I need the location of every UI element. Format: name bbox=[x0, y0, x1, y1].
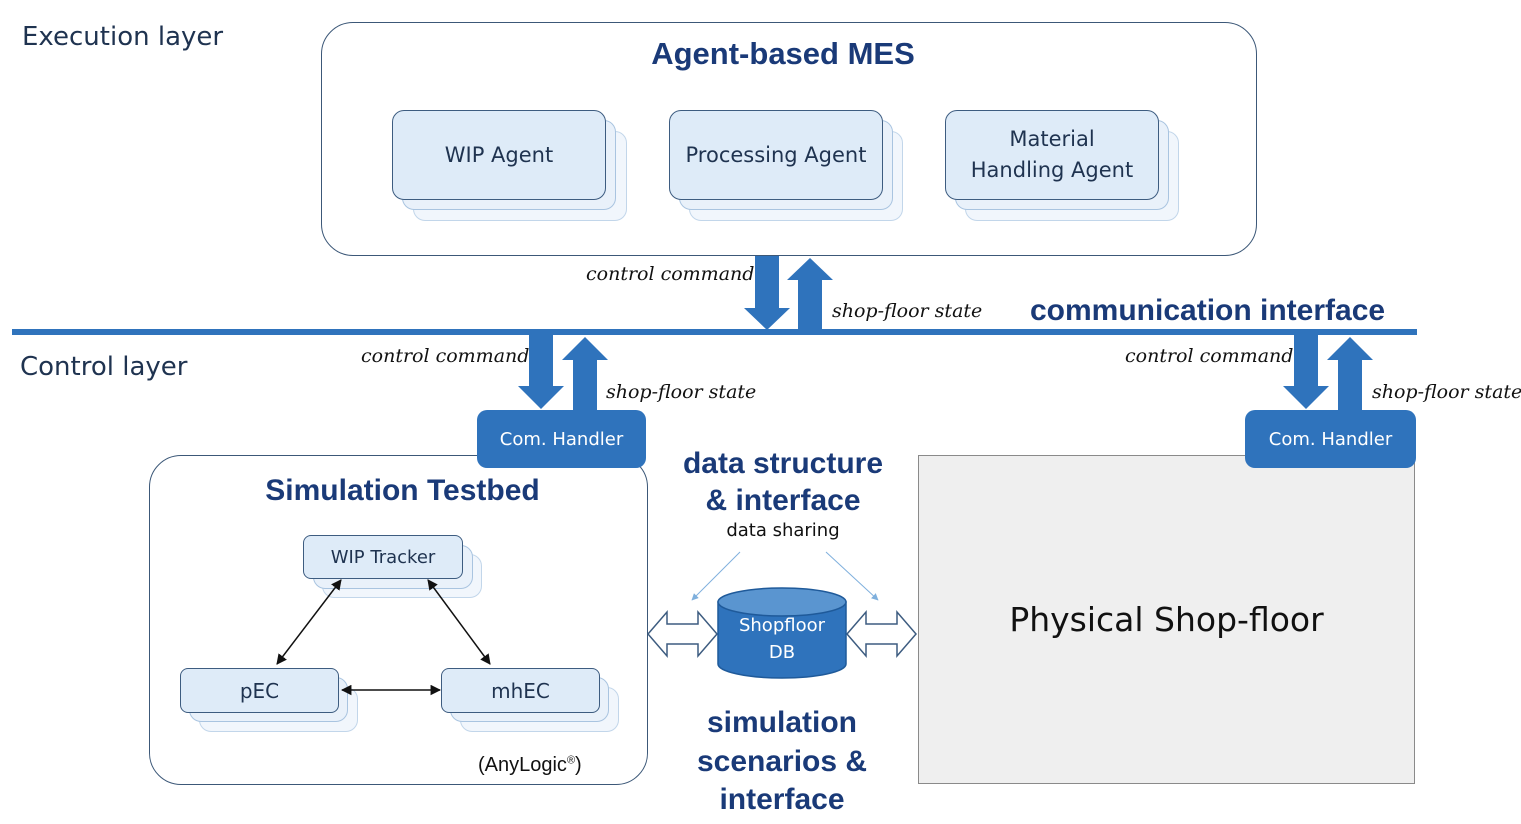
wip-agent-card[interactable]: WIP Agent bbox=[392, 110, 606, 200]
shopfloor-db-label: Shopfloor DB bbox=[718, 612, 846, 666]
testbed-db-double-arrow bbox=[647, 609, 718, 659]
top-up-arrow bbox=[787, 258, 833, 332]
mhec-label: mhEC bbox=[491, 678, 550, 703]
mhec-card[interactable]: mhEC bbox=[441, 668, 600, 713]
right-control-command-label: control command bbox=[1125, 345, 1294, 367]
data-sharing-label: data sharing bbox=[726, 520, 840, 541]
registered-mark: ® bbox=[566, 754, 576, 767]
left-com-handler-label: Com. Handler bbox=[499, 428, 624, 450]
anylogic-text: (AnyLogic bbox=[478, 754, 567, 776]
data-structure-title-line2: & interface bbox=[705, 484, 861, 517]
material-handling-agent-label-line1: Material bbox=[1009, 127, 1095, 151]
data-sharing-arrow-right bbox=[825, 551, 879, 601]
left-com-handler[interactable]: Com. Handler bbox=[477, 410, 646, 468]
anylogic-label: (AnyLogic®) bbox=[478, 754, 582, 777]
db-shopfloor-double-arrow bbox=[846, 609, 917, 659]
top-control-command-label: control command bbox=[586, 263, 755, 285]
left-shop-floor-state-label: shop-floor state bbox=[606, 381, 757, 403]
simulation-testbed-title: Simulation Testbed bbox=[265, 474, 540, 507]
processing-agent-card[interactable]: Processing Agent bbox=[669, 110, 883, 200]
mes-title: Agent-based MES bbox=[651, 36, 915, 71]
left-up-arrow bbox=[562, 337, 608, 410]
simulation-scenarios-line1: simulation bbox=[706, 706, 857, 739]
right-shop-floor-state-label: shop-floor state bbox=[1372, 381, 1521, 403]
shopfloor-db-label-line1: Shopfloor bbox=[738, 615, 826, 636]
material-handling-agent-label-line2: Handling Agent bbox=[970, 158, 1134, 182]
physical-shop-floor-box[interactable]: Physical Shop-floor bbox=[918, 455, 1415, 784]
right-up-arrow bbox=[1327, 337, 1373, 410]
right-com-handler[interactable]: Com. Handler bbox=[1245, 410, 1416, 468]
top-shop-floor-state-label: shop-floor state bbox=[832, 300, 983, 322]
shopfloor-db-label-line2: DB bbox=[768, 642, 796, 663]
wip-agent-label: WIP Agent bbox=[444, 143, 554, 167]
execution-layer-label: Execution layer bbox=[22, 22, 224, 52]
physical-shop-floor-label: Physical Shop-floor bbox=[1009, 600, 1324, 639]
pec-card[interactable]: pEC bbox=[180, 668, 339, 713]
data-structure-title-line1: data structure bbox=[682, 447, 884, 480]
communication-bus bbox=[12, 329, 1417, 335]
left-control-command-label: control command bbox=[361, 345, 530, 367]
control-layer-label: Control layer bbox=[20, 352, 188, 382]
wip-tracker-card[interactable]: WIP Tracker bbox=[303, 535, 463, 579]
simulation-scenarios-line3: interface bbox=[719, 783, 845, 816]
communication-interface-title: communication interface bbox=[1030, 294, 1386, 327]
wip-tracker-label: WIP Tracker bbox=[330, 546, 436, 568]
simulation-scenarios-line2: scenarios & bbox=[696, 745, 868, 778]
pec-label: pEC bbox=[239, 678, 280, 703]
material-handling-agent-card[interactable]: Material Handling Agent bbox=[945, 110, 1159, 200]
right-com-handler-label: Com. Handler bbox=[1268, 428, 1393, 450]
data-sharing-arrow-left bbox=[691, 551, 741, 601]
anylogic-text-end: ) bbox=[575, 754, 582, 776]
processing-agent-label: Processing Agent bbox=[685, 143, 867, 167]
